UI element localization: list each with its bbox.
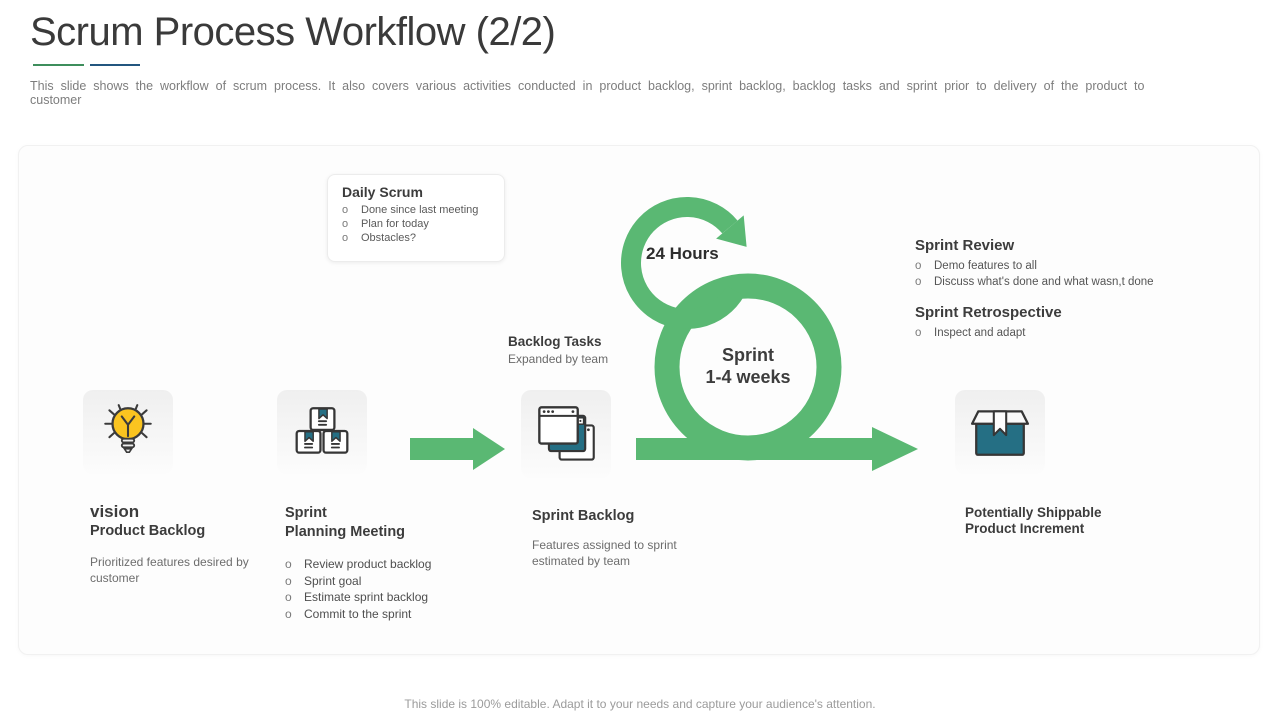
planning-title-line1: Sprint bbox=[285, 505, 327, 521]
list-item-label: Sprint goal bbox=[304, 573, 362, 588]
sprint-cycle-label: Sprint 1-4 weeks bbox=[668, 344, 828, 388]
planning-stage-text: Sprint Planning Meeting o Review product… bbox=[285, 504, 475, 622]
list-item-label: Estimate sprint backlog bbox=[304, 590, 429, 604]
daily-scrum-card: Daily Scrum o Done since last meeting o … bbox=[327, 174, 505, 262]
planning-title-line2: Planning Meeting bbox=[285, 524, 406, 540]
sprint-backlog-description: Features assigned to sprint estimated by… bbox=[532, 538, 677, 568]
list-item: o Sprint goal bbox=[285, 573, 475, 590]
list-item-label: Inspect and adapt bbox=[934, 327, 1026, 339]
sprint-backlog-stage-text: Sprint Backlog Features assigned to spri… bbox=[532, 507, 707, 569]
spacer bbox=[915, 290, 1210, 304]
backlog-tasks-subtitle: Expanded by team bbox=[508, 352, 609, 366]
page-title: Scrum Process Workflow (2/2) bbox=[30, 10, 556, 54]
product-backlog-title: Product Backlog bbox=[90, 523, 206, 539]
increment-stage-text: Potentially Shippable Product Increment bbox=[965, 505, 1165, 537]
stacked-boxes-icon bbox=[295, 407, 349, 454]
list-item: o Obstacles? bbox=[342, 231, 496, 245]
backlog-tasks-note: Backlog Tasks Expanded by team bbox=[508, 334, 608, 366]
list-item-label: Done since last meeting bbox=[361, 204, 479, 216]
list-item: o Commit to the sprint bbox=[285, 606, 475, 623]
bullet-marker: o bbox=[342, 232, 349, 244]
sprint-cycle-label-line1: Sprint bbox=[722, 345, 774, 365]
bullet-marker: o bbox=[915, 260, 922, 272]
browser-windows-icon bbox=[538, 406, 595, 461]
vision-stage-text: vision Product Backlog Prioritized featu… bbox=[90, 502, 270, 586]
daily-cycle-label: 24 Hours bbox=[646, 244, 719, 263]
vision-description: Prioritized features desired by customer bbox=[90, 555, 249, 585]
increment-icon-card bbox=[955, 390, 1045, 474]
list-item-label: Demo features to all bbox=[934, 260, 1037, 272]
vision-icon-card bbox=[83, 390, 173, 474]
bullet-marker: o bbox=[285, 590, 292, 604]
list-item: o Discuss what's done and what wasn,t do… bbox=[915, 274, 1210, 290]
list-item: o Done since last meeting bbox=[342, 203, 496, 217]
daily-scrum-title: Daily Scrum bbox=[342, 184, 423, 200]
footer-note: This slide is 100% editable. Adapt it to… bbox=[404, 697, 876, 711]
bullet-marker: o bbox=[342, 218, 349, 230]
sprint-cycle-label-line2: 1-4 weeks bbox=[705, 367, 791, 387]
lightbulb-icon bbox=[104, 404, 152, 453]
bullet-marker: o bbox=[285, 557, 292, 571]
bullet-marker: o bbox=[915, 276, 922, 288]
planning-icon-card bbox=[277, 390, 367, 474]
list-item-label: Commit to the sprint bbox=[304, 606, 412, 621]
increment-title-line1: Potentially Shippable bbox=[965, 505, 1102, 520]
list-item: o Plan for today bbox=[342, 217, 496, 231]
bullet-marker: o bbox=[285, 606, 292, 621]
vision-title: vision bbox=[90, 502, 140, 521]
planning-list: o Review product backlog o Sprint goal o… bbox=[285, 556, 475, 622]
review-retrospective-column: Sprint Review o Demo features to all o D… bbox=[915, 237, 1210, 341]
list-item: o Review product backlog bbox=[285, 556, 475, 573]
list-item: o Estimate sprint backlog bbox=[285, 589, 475, 606]
list-item: o Demo features to all bbox=[915, 258, 1210, 274]
title-underline-blue bbox=[90, 64, 140, 66]
backlog-tasks-title: Backlog Tasks bbox=[508, 334, 602, 349]
title-underline-green bbox=[33, 64, 84, 66]
package-box-icon bbox=[970, 410, 1030, 456]
bullet-marker: o bbox=[342, 204, 349, 216]
list-item-label: Review product backlog bbox=[304, 557, 432, 571]
list-item-label: Obstacles? bbox=[361, 232, 417, 244]
sprint-review-title: Sprint Review bbox=[915, 237, 1015, 254]
bullet-marker: o bbox=[285, 573, 292, 588]
page-subtitle: This slide shows the workflow of scrum p… bbox=[30, 79, 1145, 107]
increment-title-line2: Product Increment bbox=[965, 521, 1085, 536]
list-item: o Inspect and adapt bbox=[915, 325, 1210, 341]
sprint-backlog-title: Sprint Backlog bbox=[532, 508, 635, 524]
bullet-marker: o bbox=[915, 327, 922, 339]
sprint-backlog-icon-card bbox=[521, 390, 611, 478]
sprint-retrospective-title: Sprint Retrospective bbox=[915, 304, 1062, 321]
list-item-label: Plan for today bbox=[361, 218, 429, 230]
daily-scrum-list: o Done since last meeting o Plan for tod… bbox=[342, 203, 496, 245]
list-item-label: Discuss what's done and what wasn,t done bbox=[934, 276, 1154, 288]
